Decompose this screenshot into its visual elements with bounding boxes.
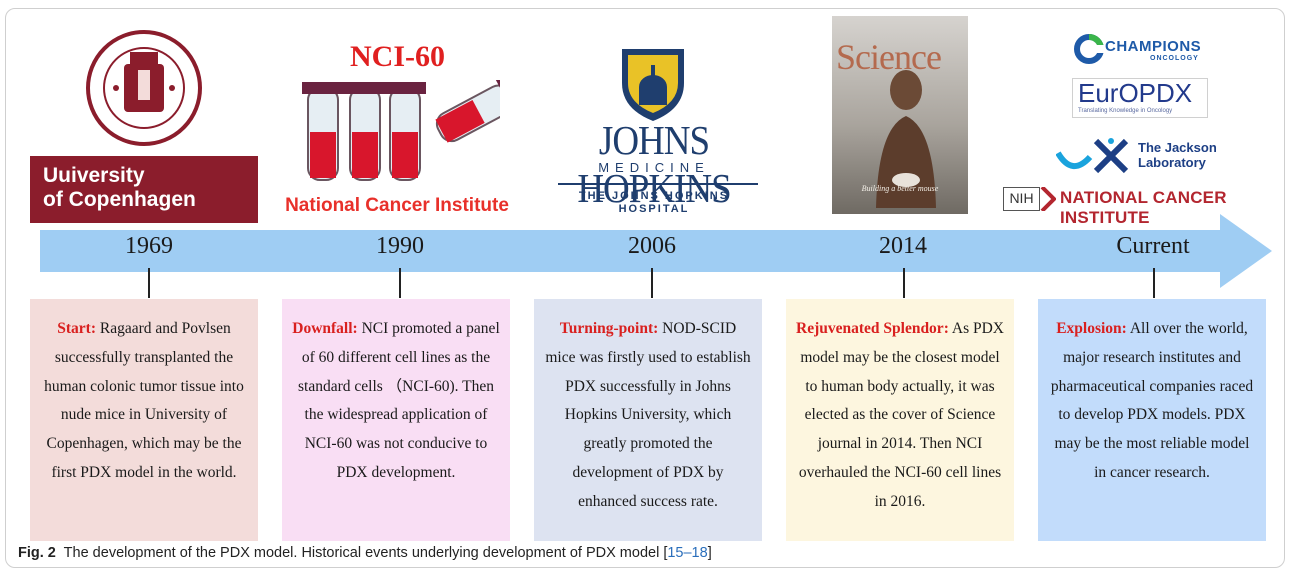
event-keyword: Downfall: xyxy=(292,320,358,337)
champions-oncology-name: CHAMPIONS xyxy=(1105,38,1202,55)
timeline-tick xyxy=(1153,268,1155,298)
event-text: As PDX model may be the closest model to… xyxy=(798,320,1004,510)
johns-hopkins-hospital: THE JOHNS HOPKINS HOSPITAL xyxy=(578,190,730,215)
science-cover: Science Building a better mouse xyxy=(832,16,968,214)
johns-hopkins-divider xyxy=(558,183,758,185)
eurpdx-name: EurOPDX xyxy=(1078,78,1193,108)
copenhagen-seal-icon xyxy=(86,30,202,146)
eurpdx-sub: Translating Knowledge in Oncology xyxy=(1078,108,1173,114)
event-keyword: Explosion: xyxy=(1056,320,1127,337)
champions-oncology-icon xyxy=(1074,34,1104,64)
copenhagen-banner-text: Uuiversity of Copenhagen xyxy=(43,164,196,211)
event-box-2014: Rejuvenated Splendor: As PDX model may b… xyxy=(786,299,1014,541)
caption-end: ] xyxy=(707,545,712,561)
event-box-2006: Turning-point: NOD-SCID mice was firstly… xyxy=(534,299,762,541)
timeline-arrow xyxy=(40,214,1272,288)
year-label: 1990 xyxy=(376,233,424,259)
event-keyword: Rejuvenated Splendor: xyxy=(796,320,949,337)
event-text: All over the world, major research insti… xyxy=(1050,320,1254,481)
nci60-title: NCI-60 xyxy=(350,40,445,73)
eurpdx-logo-box xyxy=(1072,78,1208,118)
test-tubes-icon xyxy=(302,80,500,181)
event-text: NOD-SCID mice was firstly used to establ… xyxy=(545,320,751,510)
event-box-1990: Downfall: NCI promoted a panel of 60 dif… xyxy=(282,299,510,541)
jackson-laboratory-icon xyxy=(1056,138,1129,174)
science-cover-tagline: Building a better mouse xyxy=(861,184,939,193)
figure-number: Fig. 2 xyxy=(18,545,56,561)
johns-hopkins-shield-icon xyxy=(622,49,684,121)
caption-reference-link[interactable]: 15–18 xyxy=(667,545,708,561)
timeline-tick xyxy=(903,268,905,298)
champions-oncology-sub: ONCOLOGY xyxy=(1150,55,1199,62)
year-label: 1969 xyxy=(125,233,173,259)
year-label: 2006 xyxy=(628,233,676,259)
timeline-tick xyxy=(148,268,150,298)
science-cover-title: Science xyxy=(836,37,942,77)
figure-frame xyxy=(5,8,1285,568)
caption-text: The development of the PDX model. Histor… xyxy=(55,545,668,561)
event-box-1969: Start: Ragaard and Povlsen successfully … xyxy=(30,299,258,541)
copenhagen-banner: Uuiversity of Copenhagen xyxy=(30,156,258,223)
event-text: NCI promoted a panel of 60 different cel… xyxy=(298,320,500,481)
nih-cancer-institute-name: NATIONAL CANCER INSTITUTE xyxy=(1060,188,1227,227)
johns-hopkins-medicine: MEDICINE xyxy=(598,160,710,175)
timeline-tick xyxy=(399,268,401,298)
timeline-tick xyxy=(651,268,653,298)
year-label: 2014 xyxy=(879,233,927,259)
event-box-current: Explosion: All over the world, major res… xyxy=(1038,299,1266,541)
event-text: Ragaard and Povlsen successfully transpl… xyxy=(44,320,244,481)
nci-name: National Cancer Institute xyxy=(285,195,509,216)
figure-caption: Fig. 2 The development of the PDX model.… xyxy=(18,545,712,561)
year-label: Current xyxy=(1116,233,1190,259)
event-keyword: Start: xyxy=(57,320,96,337)
jackson-laboratory-name: The Jackson Laboratory xyxy=(1138,140,1217,170)
event-keyword: Turning-point: xyxy=(559,320,659,337)
johns-hopkins-name: JOHNS HOPKINS xyxy=(577,117,731,213)
man-portrait-icon xyxy=(876,70,936,208)
nih-chevron-icon xyxy=(1040,187,1056,211)
nih-logo-box: NIH xyxy=(1003,187,1040,211)
